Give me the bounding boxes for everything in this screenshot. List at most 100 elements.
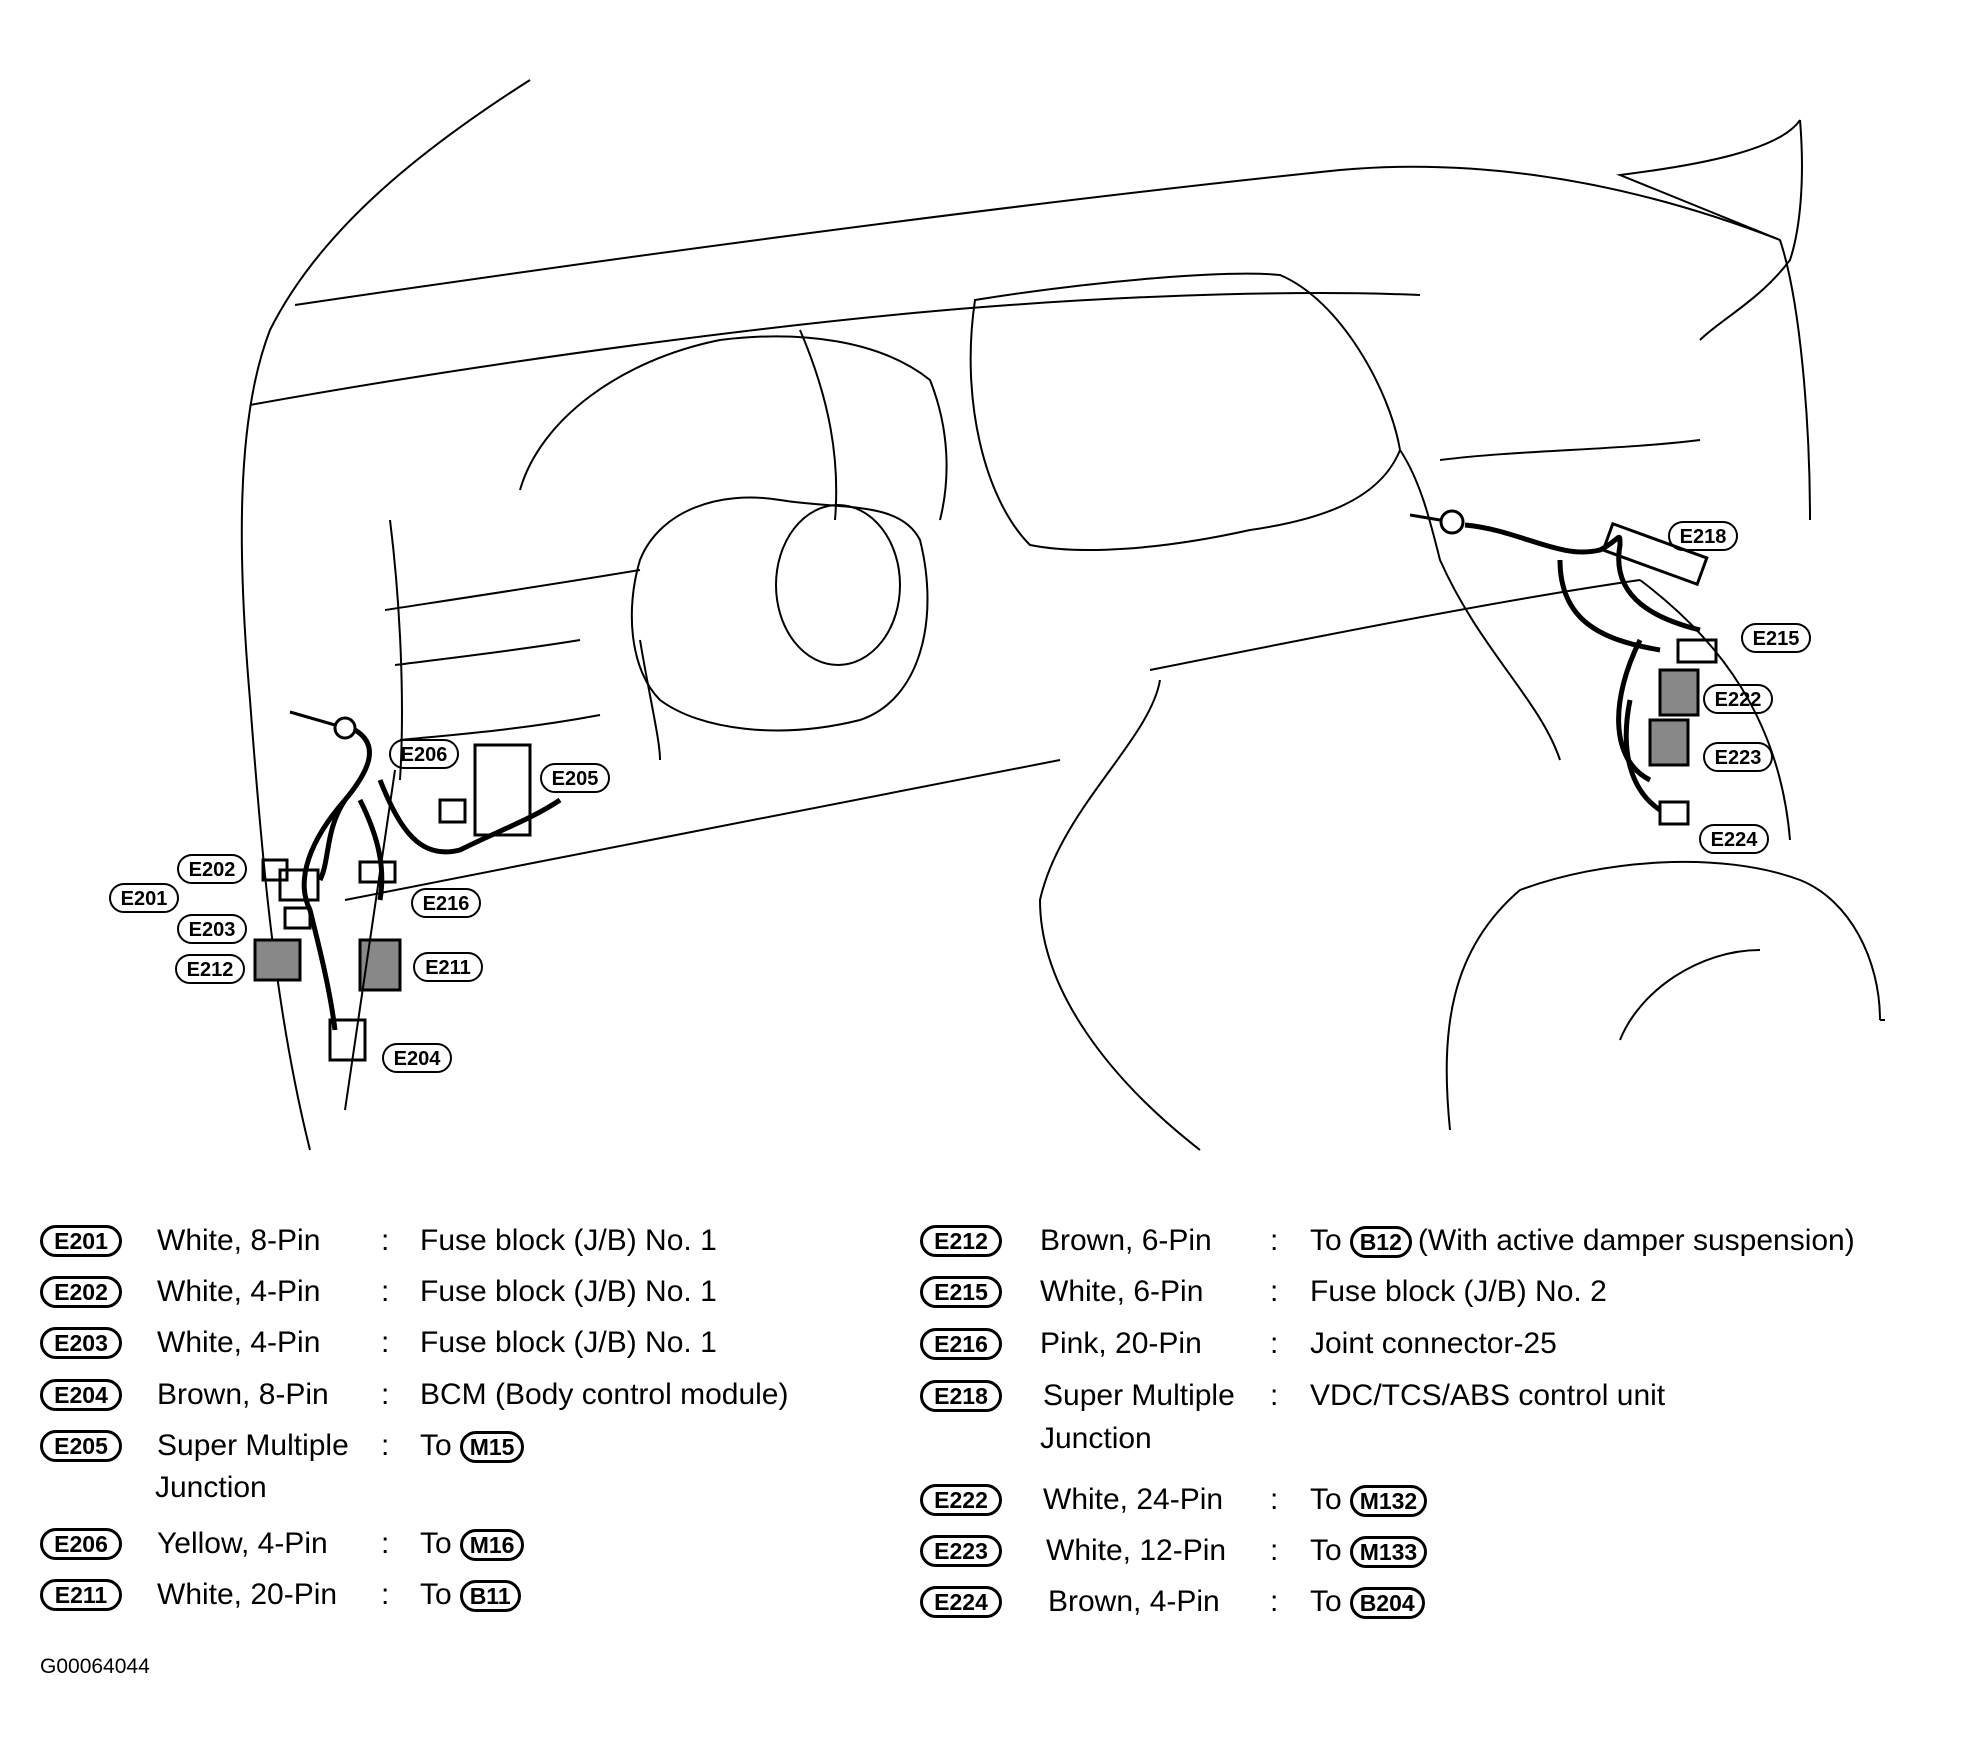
console-armrest: [1445, 860, 1881, 1131]
left-leader-line: [344, 769, 396, 1111]
right-harness-branch-3: [1623, 699, 1662, 813]
callout-e211: E211: [413, 952, 483, 982]
legend-colon: :: [1270, 1483, 1279, 1516]
legend-desc: White, 20-Pin: [157, 1578, 338, 1611]
center-console-face: [1149, 579, 1641, 671]
legend-desc: Super Multiple: [157, 1429, 349, 1462]
connector-legend: E201 White, 8-Pin : Fuse block (J/B) No.…: [0, 1200, 1986, 1700]
callout-e222-text: E222: [1715, 689, 1762, 711]
callout-e206-text: E206: [401, 744, 448, 766]
legend-badge: E215: [920, 1276, 1002, 1308]
legend-target-ref: M16: [459, 1529, 525, 1562]
legend-colon: :: [381, 1578, 390, 1611]
connector-e205-body: [473, 743, 532, 837]
callout-e224: E224: [1699, 824, 1769, 854]
legend-desc: White, 6-Pin: [1040, 1275, 1204, 1308]
legend-badge: E206: [40, 1528, 122, 1560]
connector-e223-body: [1648, 718, 1690, 767]
legend-badge: E201: [40, 1225, 122, 1257]
legend-colon: :: [1270, 1534, 1279, 1567]
knee-panel-upper: [384, 569, 641, 611]
legend-colon: :: [1270, 1327, 1279, 1360]
callout-e205-text: E205: [552, 768, 599, 790]
legend-target-prefix: To: [1310, 1534, 1342, 1567]
legend-target-ref: B11: [459, 1580, 521, 1613]
callout-e203-text: E203: [189, 919, 236, 941]
right-harness-grommet-wire: [1409, 513, 1441, 522]
legend-target-ref: B204: [1349, 1587, 1425, 1620]
left-harness-branch-3: [377, 779, 562, 855]
dash-right-lower: [1439, 439, 1701, 461]
legend-desc: White, 4-Pin: [157, 1326, 321, 1359]
knee-panel-lower: [399, 714, 601, 741]
dash-left-face: [389, 519, 403, 781]
callout-e218: E218: [1668, 521, 1738, 551]
connector-e206-body: [438, 798, 467, 824]
callout-e223: E223: [1703, 742, 1773, 772]
steering-hub: [775, 504, 901, 666]
dash-lower-edge: [344, 759, 1061, 901]
a-pillar-right: [1699, 119, 1803, 341]
legend-colon: :: [1270, 1224, 1279, 1257]
right-grommet: [1439, 509, 1465, 535]
right-harness-branch-2: [1616, 638, 1652, 783]
legend-badge: E223: [920, 1535, 1002, 1567]
legend-badge: E212: [920, 1225, 1002, 1257]
legend-colon: :: [381, 1429, 390, 1462]
legend-desc: Brown, 6-Pin: [1040, 1224, 1212, 1257]
callout-e212-text: E212: [187, 959, 234, 981]
connector-e203-body: [283, 906, 312, 930]
callout-e204-text: E204: [394, 1048, 442, 1070]
callout-e201: E201: [109, 883, 179, 913]
legend-colon: :: [381, 1378, 390, 1411]
legend-target-ref: M133: [1349, 1536, 1428, 1569]
center-panel: [969, 272, 1402, 551]
legend-colon: :: [381, 1527, 390, 1560]
legend-target: BCM (Body control module): [420, 1378, 789, 1411]
legend-target: Fuse block (J/B) No. 1: [420, 1224, 717, 1257]
legend-target: Fuse block (J/B) No. 2: [1310, 1275, 1607, 1308]
steering-shroud: [630, 496, 929, 732]
legend-badge: E222: [920, 1484, 1002, 1516]
legend-desc: Pink, 20-Pin: [1040, 1327, 1202, 1360]
legend-colon: :: [381, 1275, 390, 1308]
legend-target-suffix: (With active damper suspension): [1417, 1224, 1855, 1257]
legend-badge: E205: [40, 1430, 122, 1462]
callout-e216: E216: [411, 888, 481, 918]
legend-badge: E211: [40, 1579, 122, 1611]
cluster-hood-inner: [799, 329, 838, 521]
cluster-hood: [519, 335, 948, 521]
connector-e212-body: [253, 938, 302, 982]
legend-badge: E203: [40, 1327, 122, 1359]
legend-desc: White, 24-Pin: [1043, 1483, 1224, 1516]
legend-colon: :: [1270, 1275, 1279, 1308]
callout-e224-text: E224: [1711, 829, 1759, 851]
legend-target: Fuse block (J/B) No. 1: [420, 1275, 717, 1308]
console-armrest-side: [1619, 949, 1885, 1041]
callout-e202-text: E202: [189, 859, 236, 881]
legend-desc: Brown, 4-Pin: [1048, 1585, 1220, 1618]
left-grommet: [333, 716, 357, 740]
right-harness-main: [1464, 522, 1701, 633]
legend-target: Fuse block (J/B) No. 1: [420, 1326, 717, 1359]
steering-column-lower: [639, 639, 661, 761]
legend-desc: White, 12-Pin: [1046, 1534, 1227, 1567]
dash-top: [294, 165, 1811, 521]
legend-colon: :: [1270, 1585, 1279, 1618]
legend-desc-line2: Junction: [155, 1471, 267, 1504]
callout-e215-text: E215: [1753, 628, 1800, 650]
callout-e222: E222: [1703, 684, 1773, 714]
connector-e218-body: [1601, 521, 1709, 587]
connector-e224-body: [1658, 800, 1690, 826]
connector-e216-body: [358, 860, 397, 884]
callout-e203: E203: [177, 914, 247, 944]
legend-desc: Brown, 8-Pin: [157, 1378, 329, 1411]
callout-e223-text: E223: [1715, 747, 1762, 769]
legend-target-prefix: To: [1310, 1224, 1342, 1257]
